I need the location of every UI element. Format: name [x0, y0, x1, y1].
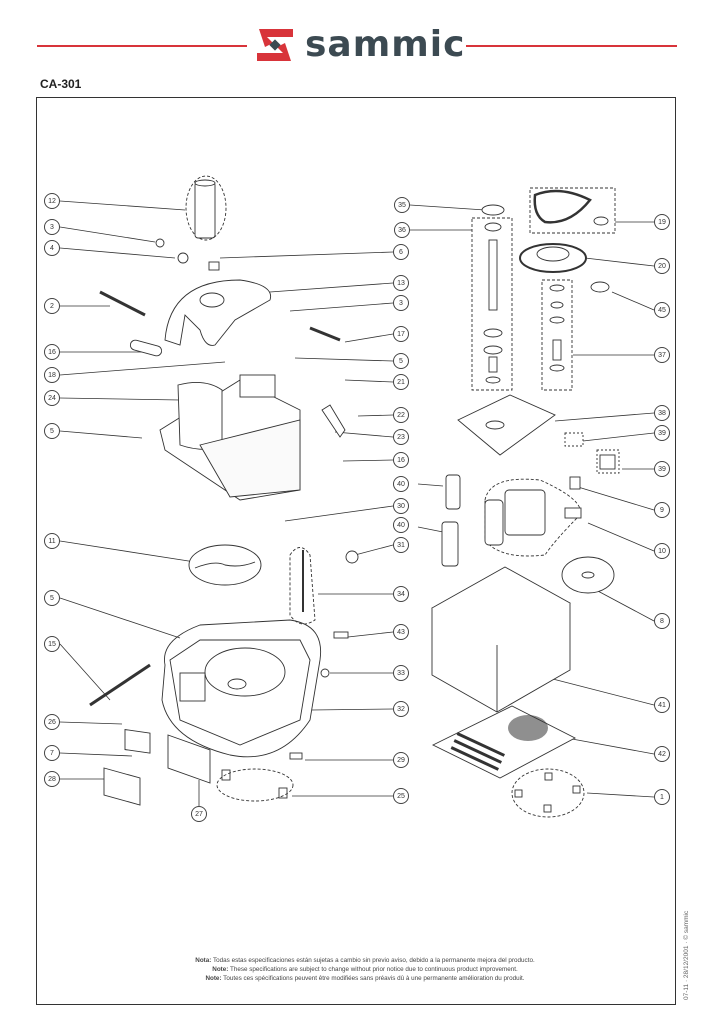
brand-logo: sammic — [253, 24, 465, 66]
callout-20[interactable]: 20 — [654, 258, 670, 274]
note-label: Note: — [212, 966, 229, 973]
callout-3b[interactable]: 3 — [393, 295, 409, 311]
callout-18[interactable]: 18 — [44, 367, 60, 383]
callout-33[interactable]: 33 — [393, 665, 409, 681]
note-label: Nota: — [195, 957, 212, 964]
callout-23[interactable]: 23 — [393, 429, 409, 445]
callout-7[interactable]: 7 — [44, 745, 60, 761]
callout-16[interactable]: 16 — [44, 344, 60, 360]
callout-30[interactable]: 30 — [393, 498, 409, 514]
callout-37[interactable]: 37 — [654, 347, 670, 363]
callout-11[interactable]: 11 — [44, 533, 60, 549]
callout-45[interactable]: 45 — [654, 302, 670, 318]
callout-4[interactable]: 4 — [44, 240, 60, 256]
note-text: Todas estas especificaciones están sujet… — [213, 957, 535, 964]
note-spanish: Nota: Todas estas especificaciones están… — [130, 956, 600, 965]
note-text: Toutes ces spécifications peuvent être m… — [223, 975, 525, 982]
callout-2[interactable]: 2 — [44, 298, 60, 314]
callout-31[interactable]: 31 — [393, 537, 409, 553]
callout-32[interactable]: 32 — [393, 701, 409, 717]
callout-41[interactable]: 41 — [654, 697, 670, 713]
note-french: Note: Toutes ces spécifications peuvent … — [130, 974, 600, 983]
callout-38[interactable]: 38 — [654, 405, 670, 421]
callout-27[interactable]: 27 — [191, 806, 207, 822]
callout-42[interactable]: 42 — [654, 746, 670, 762]
note-text: These specifications are subject to chan… — [230, 966, 518, 973]
note-english: Note: These specifications are subject t… — [130, 965, 600, 974]
callout-8[interactable]: 8 — [654, 613, 670, 629]
callout-9[interactable]: 9 — [654, 502, 670, 518]
header-rule-left — [37, 45, 247, 47]
callout-1[interactable]: 1 — [654, 789, 670, 805]
callout-5[interactable]: 5 — [44, 423, 60, 439]
callout-43[interactable]: 43 — [393, 624, 409, 640]
callout-29[interactable]: 29 — [393, 752, 409, 768]
header-rule-right — [466, 45, 677, 47]
callout-13[interactable]: 13 — [393, 275, 409, 291]
callout-39[interactable]: 39 — [654, 425, 670, 441]
callout-15[interactable]: 15 — [44, 636, 60, 652]
callout-24[interactable]: 24 — [44, 390, 60, 406]
callout-5c[interactable]: 5 — [393, 353, 409, 369]
callout-19[interactable]: 19 — [654, 214, 670, 230]
callout-28[interactable]: 28 — [44, 771, 60, 787]
brand-name: sammic — [305, 24, 466, 65]
callout-5b[interactable]: 5 — [44, 590, 60, 606]
callout-21[interactable]: 21 — [393, 374, 409, 390]
model-code: CA-301 — [40, 77, 82, 91]
callout-40b[interactable]: 40 — [393, 517, 409, 533]
callout-26[interactable]: 26 — [44, 714, 60, 730]
callout-36[interactable]: 36 — [394, 222, 410, 238]
note-label: Note: — [205, 975, 222, 982]
callout-12[interactable]: 12 — [44, 193, 60, 209]
callout-6[interactable]: 6 — [393, 244, 409, 260]
callout-22[interactable]: 22 — [393, 407, 409, 423]
callout-34[interactable]: 34 — [393, 586, 409, 602]
callout-40[interactable]: 40 — [393, 476, 409, 492]
sammic-s-icon — [257, 29, 293, 61]
callout-39b[interactable]: 39 — [654, 461, 670, 477]
callout-10[interactable]: 10 — [654, 543, 670, 559]
document-revision-text: 07-11 · 28/12/2001 · © sammic — [683, 910, 690, 1000]
diagram-frame — [36, 97, 676, 1005]
callout-25[interactable]: 25 — [393, 788, 409, 804]
callout-35[interactable]: 35 — [394, 197, 410, 213]
callout-3[interactable]: 3 — [44, 219, 60, 235]
callout-17[interactable]: 17 — [393, 326, 409, 342]
callout-16b[interactable]: 16 — [393, 452, 409, 468]
